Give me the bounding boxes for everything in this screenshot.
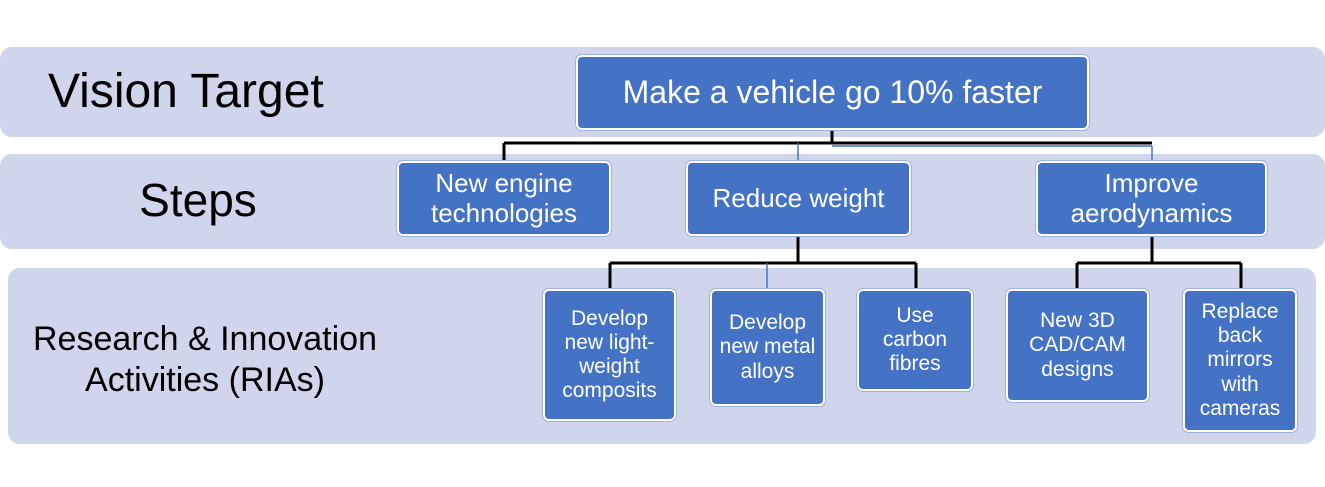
rias-label: Research & Innovation Activities (RIAs) xyxy=(33,320,377,399)
vision-target-label: Vision Target xyxy=(48,65,324,119)
activity-replace-mirrors-with-cameras: Replace back mirrors with cameras xyxy=(1183,289,1297,432)
activity-new-metal-alloys: Develop new metal alloys xyxy=(710,289,825,406)
step-improve-aerodynamics: Improve aerodynamics xyxy=(1036,161,1267,236)
steps-label: Steps xyxy=(139,174,257,227)
step-reduce-weight: Reduce weight xyxy=(686,161,911,236)
activity-carbon-fibres: Use carbon fibres xyxy=(857,289,973,391)
vision-target-node: Make a vehicle go 10% faster xyxy=(576,55,1089,130)
step-new-engine-technologies: New engine technologies xyxy=(397,161,611,236)
activity-3d-cad-cam-designs: New 3D CAD/CAM designs xyxy=(1006,289,1149,402)
activity-light-weight-composits: Develop new light-weight composits xyxy=(543,289,676,421)
